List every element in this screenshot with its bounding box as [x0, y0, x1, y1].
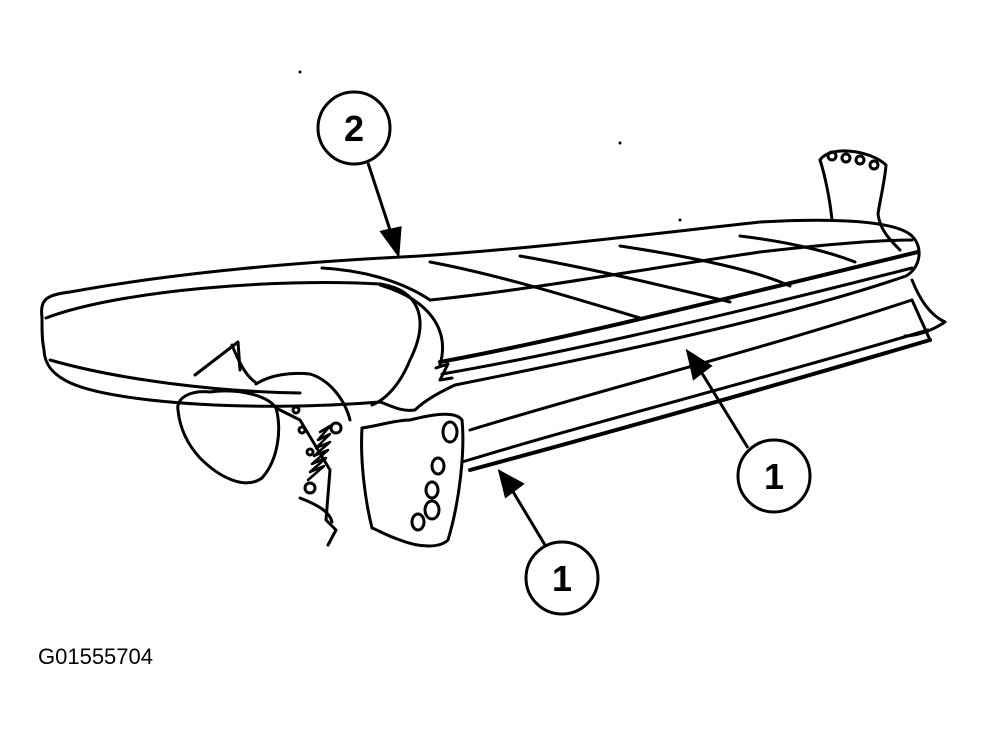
- arrowhead-2: [382, 228, 400, 254]
- leader-line-1-lower: [512, 490, 545, 545]
- callout-2-label: 2: [344, 108, 364, 149]
- callout-2: 2: [318, 92, 390, 164]
- figure-id: G01555704: [38, 644, 153, 669]
- seat-cushion-illustration: [42, 70, 945, 547]
- front-bracket: [178, 391, 279, 483]
- callout-1-upper: 1: [738, 440, 810, 512]
- leader-line-2: [368, 163, 392, 236]
- arrowhead-1-upper: [688, 352, 710, 378]
- arrowhead-1-lower: [500, 472, 522, 496]
- leader-lines: [368, 163, 748, 545]
- leader-line-1-upper: [700, 370, 748, 448]
- callout-1-lower: 1: [526, 542, 598, 614]
- cushion-outline: [42, 220, 920, 410]
- callout-1-lower-label: 1: [552, 558, 572, 599]
- callout-1-upper-label: 1: [764, 456, 784, 497]
